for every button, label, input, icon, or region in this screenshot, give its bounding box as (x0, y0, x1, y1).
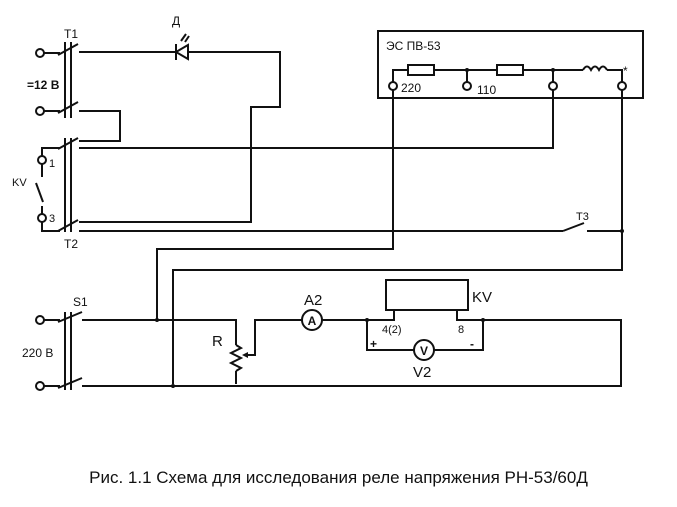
wire-wiper (244, 319, 302, 356)
terminal-top (35, 48, 45, 58)
t1-label: T1 (64, 27, 78, 41)
terminal-bottom (35, 106, 45, 116)
wire-diode-return (79, 51, 281, 223)
ac-terminal-bottom (35, 381, 45, 391)
terminal-star (617, 81, 627, 91)
ac-source-label: 220 В (22, 346, 53, 360)
tap-110-label: 110 (477, 83, 496, 97)
resistor-1 (407, 64, 435, 76)
kv-contact-3-label: 3 (49, 213, 55, 225)
plus-sign: + (370, 337, 377, 351)
resistor-box (377, 30, 644, 99)
t3-label: T3 (576, 211, 589, 223)
kv-contact-label: KV (12, 177, 27, 189)
switch-t2 (57, 137, 79, 232)
terminal-3 (548, 81, 558, 91)
ammeter: A (301, 309, 323, 331)
voltmeter-symbol: V (420, 344, 428, 358)
minus-sign: - (470, 337, 474, 351)
star-mark: * (623, 64, 628, 78)
led-diode-icon (174, 33, 190, 61)
switch-t3 (562, 222, 585, 232)
rheostat-label: R (212, 333, 223, 350)
pin-4-label: 4(2) (382, 324, 402, 336)
ac-terminal-top (35, 315, 45, 325)
switch-t1 (57, 42, 79, 118)
dc-source-terminals (35, 48, 60, 116)
figure-caption: Рис. 1.1 Схема для исследования реле нап… (89, 468, 588, 487)
wire-neutral (82, 319, 622, 387)
wire-phase (82, 319, 237, 345)
relay-coil (385, 279, 469, 311)
switch-s1 (57, 311, 83, 390)
diode-label: Д (172, 14, 180, 28)
voltmeter: V (413, 339, 435, 361)
wire-t2-to-box (79, 90, 554, 149)
resistor-2 (496, 64, 524, 76)
t2-label: T2 (64, 237, 78, 251)
relay-label: KV (472, 289, 492, 306)
voltmeter-label: V2 (413, 364, 431, 381)
s1-label: S1 (73, 295, 88, 309)
wire-t1-loop (79, 110, 121, 142)
terminal-110 (462, 81, 472, 91)
wire-star-tap (172, 90, 623, 384)
terminal-220 (388, 81, 398, 91)
box-internal-circuit (388, 64, 627, 91)
pin-8-label: 8 (458, 324, 464, 336)
tap-220-label: 220 (401, 81, 421, 95)
inductor-icon (582, 65, 608, 73)
kv-contact (35, 147, 60, 232)
rheostat-icon (228, 344, 244, 372)
ammeter-symbol: A (308, 314, 317, 328)
wire-220-tap (156, 90, 394, 320)
ammeter-label: A2 (304, 292, 322, 309)
resistor-box-title: ЭС ПВ-53 (386, 39, 441, 53)
dc-source-label: =12 В (27, 78, 60, 92)
kv-contact-1-label: 1 (49, 158, 55, 170)
